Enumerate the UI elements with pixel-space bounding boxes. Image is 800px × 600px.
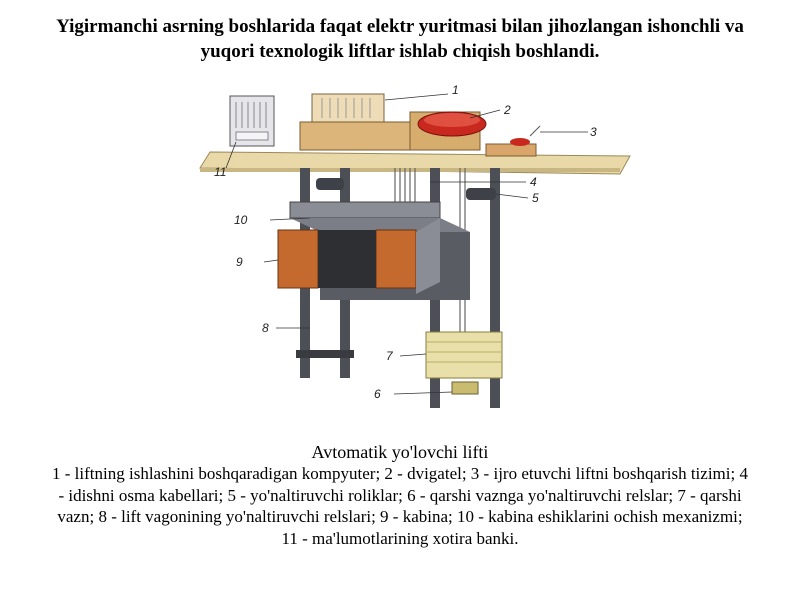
motor: [417, 111, 487, 137]
callout-2: 2: [503, 103, 511, 117]
elevator-diagram: 1 2 3 11 4 5 10 9 8 7 6: [190, 82, 640, 412]
callout-5: 5: [532, 191, 539, 205]
executive-control-system: [485, 125, 541, 157]
callout-1: 1: [452, 83, 459, 97]
caption-body: 1 - liftning ishlashini boshqaradigan ko…: [52, 464, 748, 548]
counterweight: [425, 331, 503, 379]
callout-3: 3: [590, 125, 597, 139]
counterweight-guide-rails: [451, 381, 479, 395]
callout-8: 8: [262, 321, 269, 335]
page-title: Yigirmanchi asrning boshlarida faqat ele…: [56, 16, 744, 62]
cabin: [277, 201, 470, 300]
car-guide-rails: [296, 300, 354, 360]
caption-title: Avtomatik yo'lovchi lifti: [311, 442, 489, 462]
guide-rollers: [316, 178, 496, 200]
callout-9: 9: [236, 255, 243, 269]
callout-10: 10: [234, 213, 248, 227]
memory-bank: [229, 95, 275, 147]
callout-4: 4: [530, 175, 537, 189]
callout-11: 11: [214, 165, 226, 179]
callout-6: 6: [374, 387, 381, 401]
callout-7: 7: [386, 349, 394, 363]
